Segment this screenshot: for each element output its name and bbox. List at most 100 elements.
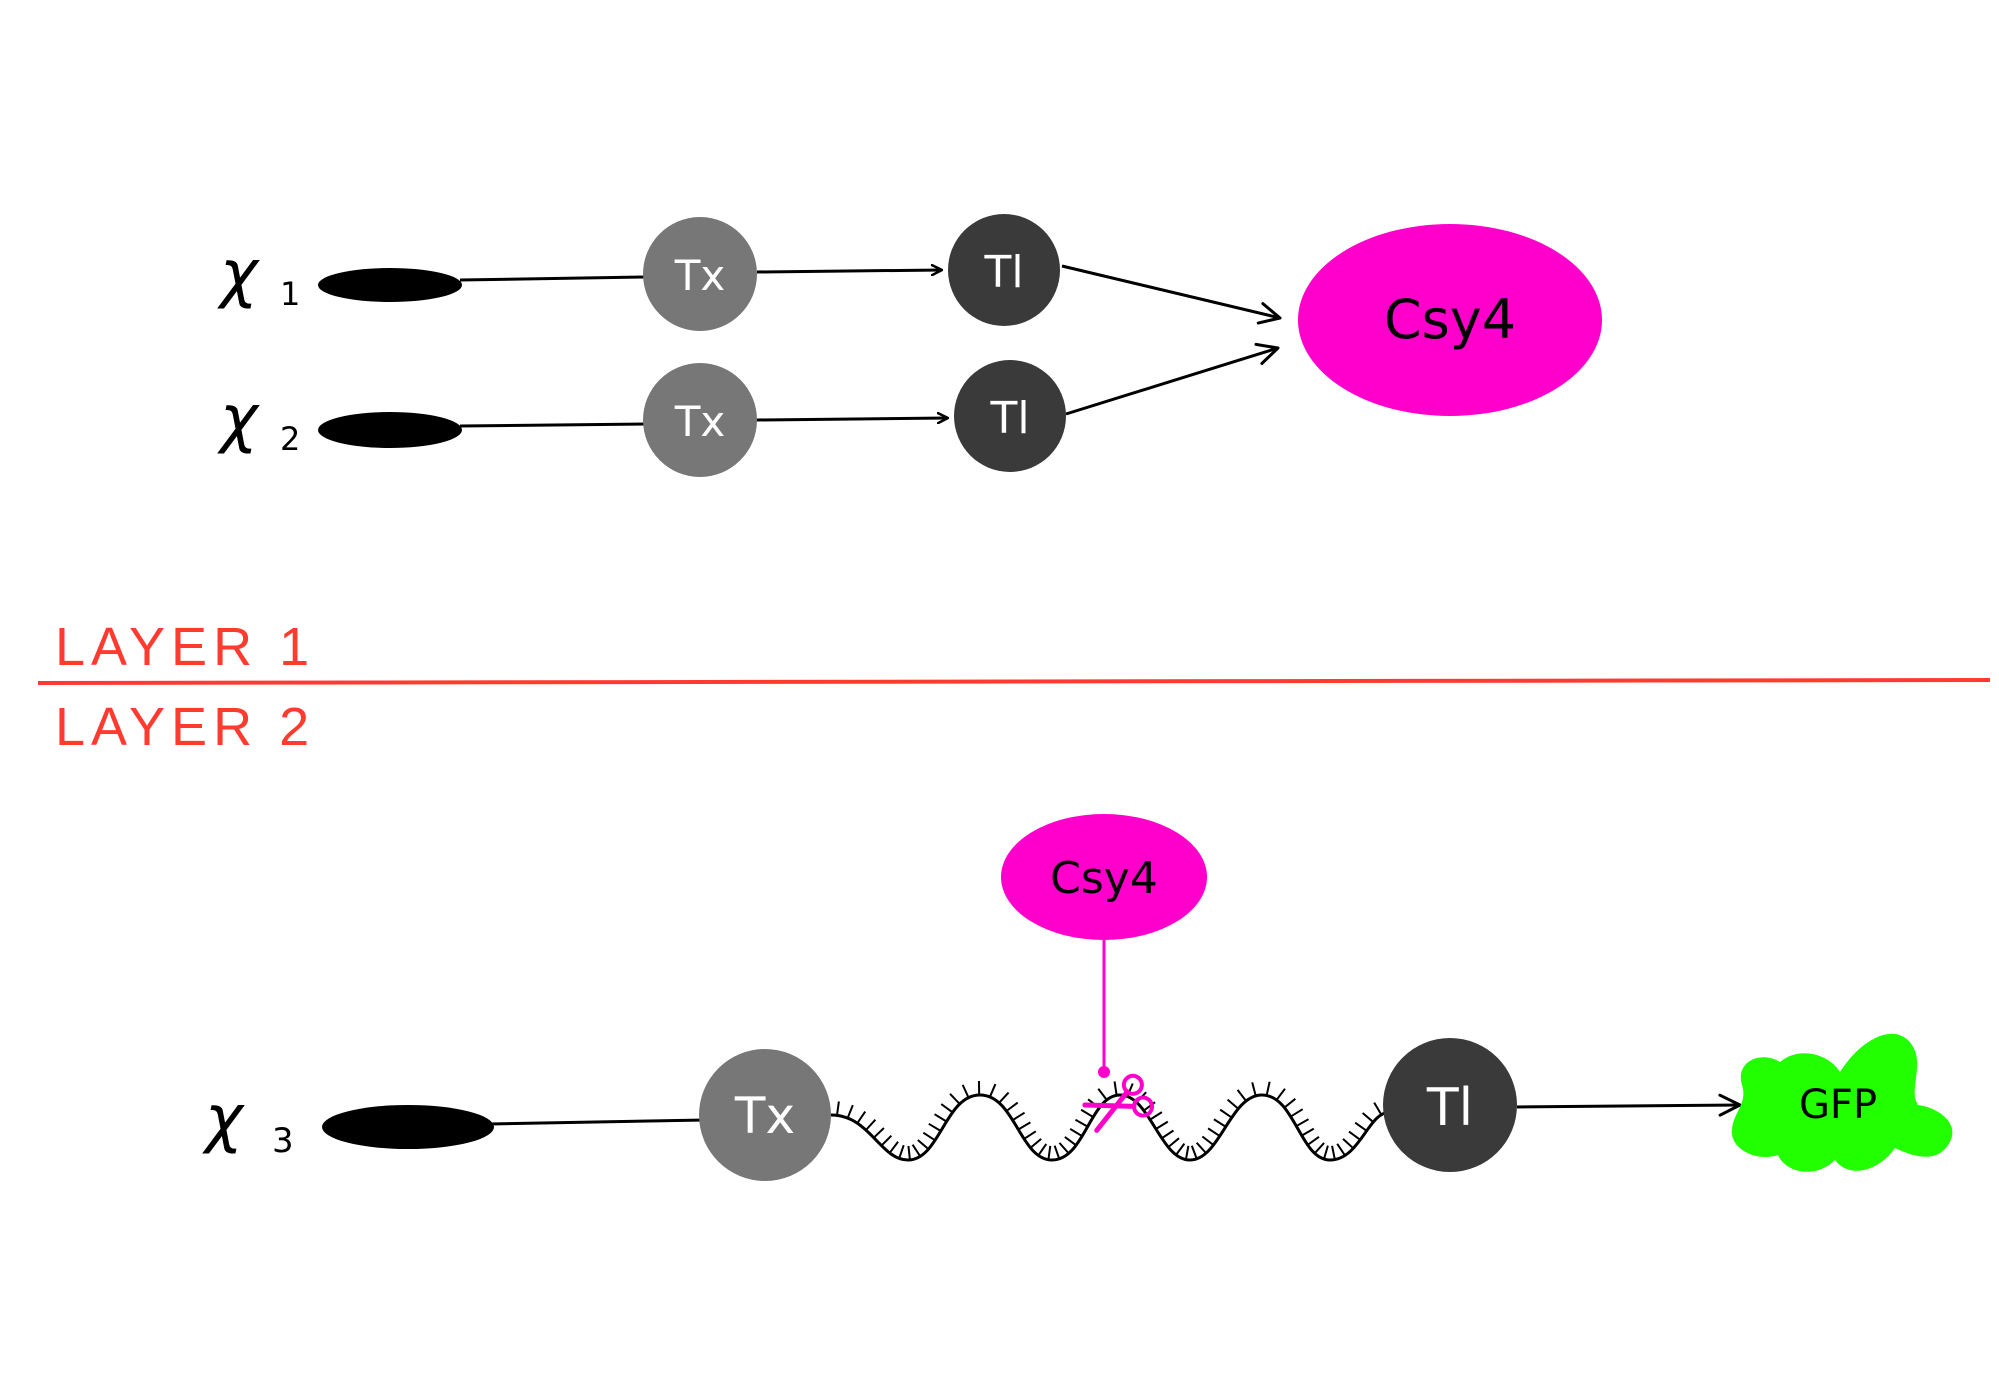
wire-x2-to-tx: [459, 422, 646, 428]
tx-node-1-label: Tx: [674, 251, 726, 300]
mrna-base-tick: [1373, 1102, 1383, 1116]
mrna-base-tick: [1275, 1088, 1286, 1101]
tl-node-3: [1383, 1038, 1517, 1172]
input-x2-symbol: χ: [217, 382, 260, 456]
mrna-base-tick: [911, 1144, 922, 1157]
csy4-protein-top-label: Csy4: [1384, 288, 1516, 351]
mrna-base-tick: [934, 1113, 947, 1123]
mrna-base-tick: [1097, 1088, 1108, 1101]
input-x2: χ 2: [217, 382, 300, 458]
promoter-x3: [322, 1105, 494, 1149]
mrna-base-tick: [1226, 1098, 1239, 1110]
mrna-base-tick: [888, 1141, 899, 1154]
tx-node-2: [643, 363, 757, 477]
mrna-base-tick: [1323, 1145, 1329, 1160]
mrna-base-tick: [1167, 1137, 1180, 1148]
mrna-base-tick: [880, 1134, 893, 1147]
mrna-base-tick: [940, 1103, 954, 1114]
mrna-base-tick: [1290, 1108, 1304, 1118]
mrna-base-tick: [1219, 1108, 1233, 1119]
input-x3-subscript: 3: [272, 1121, 294, 1161]
mrna-base-tick: [1175, 1143, 1186, 1156]
tx-node-3: [699, 1049, 831, 1181]
input-x3-symbol: χ: [202, 1082, 245, 1156]
tx-node-1: [643, 217, 757, 331]
scissors-icon: [1082, 1073, 1155, 1133]
mrna-base-tick: [1361, 1112, 1374, 1123]
mrna-base-tick: [907, 1145, 911, 1161]
mrna-base-tick: [1058, 1142, 1070, 1155]
mrna-base-tick: [1053, 1145, 1061, 1160]
mrna-base-tick: [1295, 1118, 1310, 1127]
mrna-base-tick: [1236, 1089, 1247, 1102]
wire-x3-to-tx: [489, 1118, 706, 1126]
arrow-tl1-to-csy4: [1061, 264, 1282, 325]
mrna-base-tick: [1069, 1128, 1083, 1137]
mrna-base-tick: [1023, 1130, 1037, 1140]
mrna-base-tick: [922, 1131, 936, 1142]
mrna-base-tick: [1213, 1118, 1227, 1128]
mrna-base-tick: [856, 1111, 867, 1124]
gfp-protein: [1731, 1033, 1953, 1172]
mrna-base-tick: [1251, 1082, 1257, 1097]
mrna-base-tick: [1354, 1121, 1368, 1132]
mrna-base-tick: [873, 1127, 885, 1139]
mrna-base-tick: [1313, 1142, 1325, 1155]
input-x1-symbol: χ: [217, 237, 260, 311]
layer-divider: LAYER 1 LAYER 2: [37, 617, 1991, 757]
mrna-base-tick: [835, 1101, 840, 1116]
mrna-base-tick: [1064, 1136, 1077, 1147]
mrna-base-tick: [865, 1118, 877, 1131]
input-x3: χ 3: [202, 1082, 294, 1161]
mrna-base-tick: [1113, 1081, 1118, 1096]
input-x1: χ 1: [217, 237, 300, 313]
mrna-base-tick: [998, 1091, 1010, 1104]
mrna-base-tick: [1005, 1101, 1019, 1112]
layer2-circuit: χ 3 Tx Tl GFP Csy4: [202, 814, 1953, 1181]
layer1-label: LAYER 1: [55, 617, 315, 677]
mrna-base-tick: [1301, 1127, 1315, 1137]
mrna-base-tick: [961, 1084, 970, 1099]
mrna-base-tick: [1161, 1129, 1174, 1140]
tl-node-2: [954, 360, 1066, 472]
tx-node-2-label: Tx: [674, 397, 726, 446]
tl-node-1-label: Tl: [983, 247, 1023, 298]
mrna-base-tick: [1155, 1120, 1169, 1130]
mrna-base-tick: [1029, 1138, 1042, 1149]
promoter-x2: [318, 412, 462, 448]
tx-node-3-label: Tx: [734, 1087, 795, 1145]
mrna-base-tick: [1348, 1130, 1361, 1141]
mrna-base-tick: [1201, 1135, 1215, 1146]
layer1-circuit: χ 1 Tx Tl χ 2 Tx Tl Csy4: [217, 214, 1602, 477]
input-x1-subscript: 1: [280, 275, 300, 313]
mrna-base-tick: [949, 1093, 961, 1105]
input-x2-subscript: 2: [280, 420, 300, 458]
csy4-pointer-dot: [1098, 1066, 1110, 1078]
arrow-tx2-to-tl2: [756, 418, 948, 420]
mrna-base-tick: [1207, 1127, 1221, 1137]
mrna-base-tick: [1012, 1111, 1026, 1121]
mrna-base-tick: [1074, 1118, 1089, 1128]
layer2-label: LAYER 2: [55, 697, 315, 757]
mrna-base-tick: [1080, 1108, 1094, 1118]
mrna-base-tick: [1283, 1098, 1296, 1109]
arrow-tx1-to-tl1: [756, 270, 942, 272]
gfp-label: GFP: [1799, 1082, 1877, 1128]
mrna-base-tick: [1190, 1145, 1198, 1160]
arrow-tl3-to-gfp: [1516, 1093, 1742, 1117]
mrna-bases: [835, 1081, 1383, 1161]
wire-x1-to-tx: [459, 275, 646, 282]
mrna-base-tick: [1342, 1138, 1354, 1150]
mrna-base-tick: [988, 1083, 997, 1098]
mrna-base-tick: [1037, 1143, 1048, 1157]
mrna-base-tick: [1017, 1121, 1031, 1131]
csy4-protein-top: [1298, 224, 1602, 416]
csy4-protein-bottom-label: Csy4: [1050, 853, 1158, 904]
tl-node-3-label: Tl: [1426, 1078, 1473, 1138]
tl-node-1: [948, 214, 1060, 326]
mrna-base-tick: [1336, 1143, 1346, 1157]
mrna-base-tick: [1149, 1111, 1163, 1121]
promoter-x1: [318, 268, 462, 302]
tl-node-2-label: Tl: [989, 393, 1029, 444]
